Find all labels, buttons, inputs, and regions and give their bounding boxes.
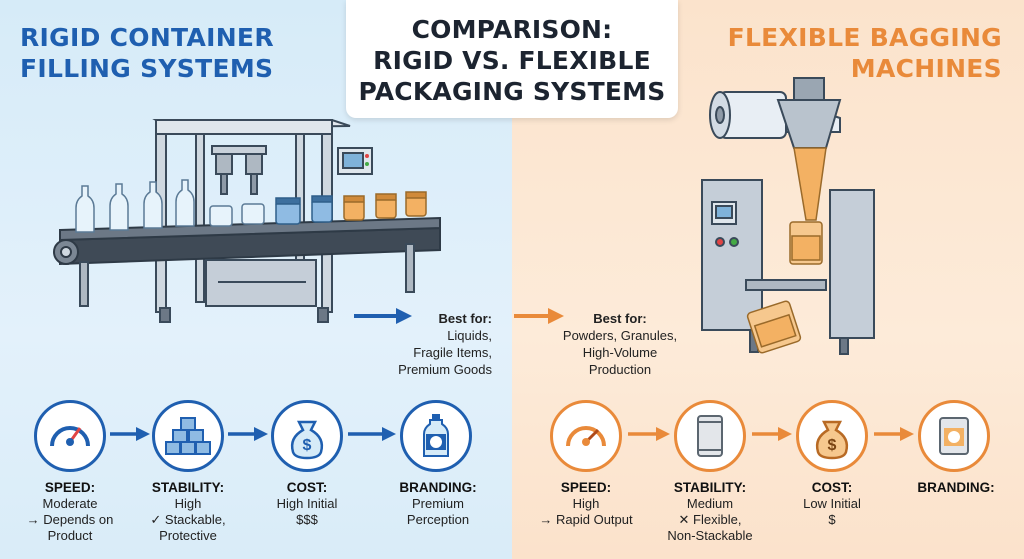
flexible-best-for-item: Powders, Granules, [562,328,678,343]
metric-value: Medium [686,496,734,511]
rigid-heading-line1: RIGID CONTAINER [20,23,274,52]
pouch-icon [697,415,723,457]
rigid-best-for: Best for: Liquids, Fragile Items, Premiu… [350,310,492,378]
flexible-cost-metric: COST: Low Initial $ [774,480,890,528]
title-line1: COMPARISON: [411,15,613,44]
rigid-best-for-item: Fragile Items, [413,345,492,360]
flexible-heading: FLEXIBLE BAGGING MACHINES [728,22,1002,84]
flexible-heading-line2: MACHINES [850,54,1002,83]
metric-label: COST: [811,480,853,495]
metric-label: BRANDING: [399,480,477,495]
flexible-best-for: Best for: Powders, Granules, High-Volume… [545,310,695,378]
rigid-flow-arrow [228,427,268,441]
money-bag-icon: $ [815,420,849,460]
money-bag-icon: $ [290,420,324,460]
flexible-stability-circle [674,400,746,472]
metric-value: Non-Stackable [667,528,753,543]
flexible-speed-metric: SPEED: High → Rapid Output [524,480,648,528]
metric-value: $$$ [296,512,318,527]
rigid-filling-machine-illustration [53,119,441,323]
metric-label: SPEED: [560,480,612,495]
branded-pouch-icon [939,417,969,455]
metric-value: Low Initial [803,496,861,511]
metric-value: High Initial [276,496,338,511]
metric-label: BRANDING: [917,480,995,495]
rigid-heading-line2: FILLING SYSTEMS [20,54,274,83]
metric-value: ✕ Flexible, [678,512,742,527]
rigid-best-for-label: Best for: [438,311,492,326]
flexible-best-for-item: High-Volume [582,345,658,360]
metric-value: → Depends on [26,512,114,527]
metric-value: Moderate [42,496,98,511]
flexible-branding-circle [918,400,990,472]
metric-value: High [572,496,600,511]
metric-value: Product [47,528,93,543]
flexible-best-for-item: Production [588,362,652,377]
rigid-cost-metric: COST: High Initial $$$ [250,480,364,528]
rigid-flow-arrow [110,427,150,441]
svg-text:$: $ [828,437,837,454]
flexible-speed-circle [550,400,622,472]
metric-value: Perception [406,512,470,527]
flexible-best-for-label: Best for: [593,311,647,326]
metric-label: STABILITY: [673,480,747,495]
metric-label: SPEED: [44,480,96,495]
rigid-best-for-arrow [354,308,412,324]
rigid-flow-arrow [348,427,396,441]
metric-value: High [174,496,202,511]
rigid-branding-circle [400,400,472,472]
flexible-branding-metric: BRANDING: [896,480,1016,496]
rigid-best-for-item: Liquids, [447,328,492,343]
rigid-stability-metric: STABILITY: High ✓ Stackable, Protective [130,480,246,544]
flexible-flow-arrow [752,427,792,441]
rigid-stability-circle [152,400,224,472]
rigid-speed-circle [34,400,106,472]
metric-value: Protective [159,528,217,543]
metric-label: STABILITY: [151,480,225,495]
branded-bottle-icon [423,414,449,457]
flexible-flow-arrow [628,427,670,441]
bagging-machine-illustration [701,77,875,355]
rigid-branding-metric: BRANDING: Premium Perception [378,480,498,528]
title-line3: PACKAGING SYSTEMS [358,77,666,106]
flexible-heading-line1: FLEXIBLE BAGGING [727,23,1002,52]
flexible-flow-arrow [874,427,914,441]
speedometer-icon [566,426,606,447]
rigid-heading: RIGID CONTAINER FILLING SYSTEMS [20,22,274,84]
title-line2: RIGID VS. FLEXIBLE [373,46,651,75]
rigid-cost-circle: $ [271,400,343,472]
rigid-speed-metric: SPEED: Moderate → Depends on Product [10,480,130,544]
comparison-title-box: COMPARISON: RIGID VS. FLEXIBLE PACKAGING… [346,0,678,118]
metric-value: $ [828,512,836,527]
flexible-stability-metric: STABILITY: Medium ✕ Flexible, Non-Stacka… [650,480,770,544]
flexible-cost-circle: $ [796,400,868,472]
speedometer-icon [50,426,90,447]
metric-label: COST: [286,480,328,495]
flexible-best-for-arrow [514,308,564,324]
rigid-best-for-item: Premium Goods [398,362,492,377]
stacked-cubes-icon [165,417,211,455]
svg-text:$: $ [303,437,312,454]
metric-value: ✓ Stackable, [150,512,226,527]
metric-value: Premium [411,496,464,511]
metric-value: → Rapid Output [539,512,633,527]
